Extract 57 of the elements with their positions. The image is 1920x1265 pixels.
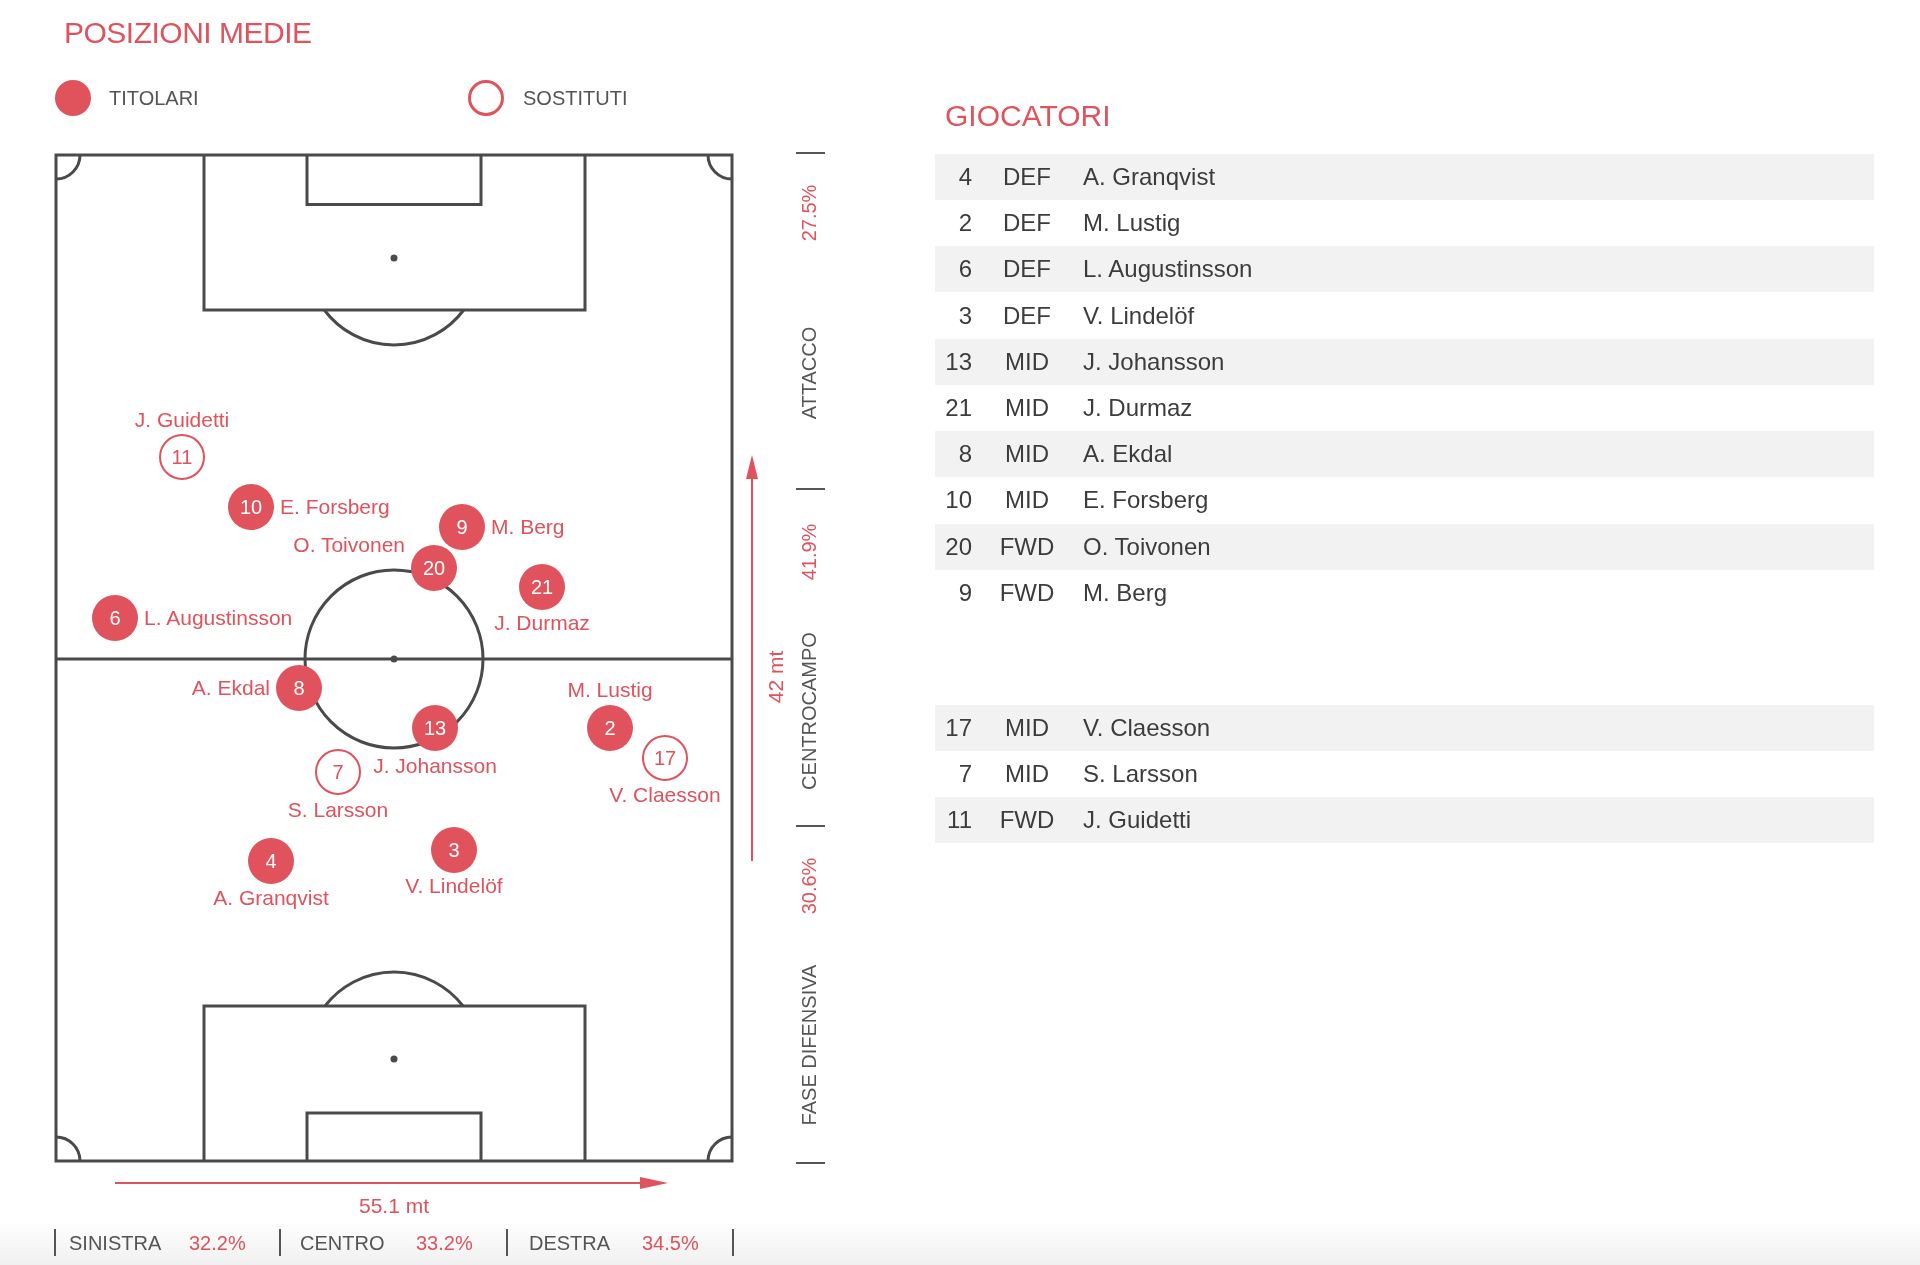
player-name: J. Guidetti xyxy=(1083,806,1192,834)
player-name: A. Ekdal xyxy=(1083,441,1173,468)
jersey-number: 6 xyxy=(958,256,972,283)
player-name: M. Lustig xyxy=(1083,210,1181,237)
jersey-number: 9 xyxy=(958,579,972,606)
position-code: DEF xyxy=(1003,163,1051,191)
player-name: V. Claesson xyxy=(1083,714,1211,742)
section-heading: GIOCATORI xyxy=(945,98,1111,132)
player-name: J. Johansson xyxy=(1083,348,1225,375)
position-code: DEF xyxy=(1003,256,1051,283)
jersey-number: 2 xyxy=(958,210,972,237)
player-name: J. Durmaz xyxy=(1083,394,1193,422)
zone-percentage: 41.9% xyxy=(798,523,820,581)
zone-label: ATTACCO xyxy=(798,326,820,420)
zone-percentage: 27.5% xyxy=(798,184,820,242)
jersey-number: 4 xyxy=(958,163,972,191)
zone-label: SINISTRA xyxy=(69,1232,162,1254)
player-name: V. Lindelöf xyxy=(1083,302,1195,329)
player-name: E. Forsberg xyxy=(1083,487,1209,514)
position-code: FWD xyxy=(999,533,1055,560)
zone-label: FASE DIFENSIVA xyxy=(798,964,820,1126)
position-code: DEF xyxy=(1003,210,1051,237)
jersey-number: 11 xyxy=(947,806,972,834)
position-code: MID xyxy=(1005,760,1049,788)
player-name: M. Berg xyxy=(1083,579,1168,606)
zone-percentage: 30.6% xyxy=(798,857,820,915)
position-code: MID xyxy=(1005,394,1049,422)
player-name: S. Larsson xyxy=(1083,760,1198,788)
jersey-number: 20 xyxy=(945,533,972,560)
zone-percentage: 34.5% xyxy=(642,1232,699,1254)
legend-label: TITOLARI xyxy=(109,87,199,109)
position-code: FWD xyxy=(999,806,1055,834)
zone-label: CENTRO xyxy=(300,1232,385,1254)
player-name: L. Augustinsson xyxy=(1083,256,1253,283)
jersey-number: 13 xyxy=(945,348,972,375)
zone-percentage: 33.2% xyxy=(416,1232,473,1254)
legend-label: SOSTITUTI xyxy=(523,87,628,109)
jersey-number: 10 xyxy=(945,487,972,514)
jersey-number: 8 xyxy=(958,441,972,468)
jersey-number: 3 xyxy=(958,302,972,329)
position-code: DEF xyxy=(1003,302,1051,329)
dimension-label: 42 mt xyxy=(764,650,788,704)
position-code: MID xyxy=(1005,714,1049,742)
jersey-number: 21 xyxy=(945,394,972,422)
position-code: MID xyxy=(1005,441,1049,468)
player-name: A. Granqvist xyxy=(1083,163,1216,191)
zone-label: CENTROCAMPO xyxy=(798,632,820,790)
dimension-label: 55.1 mt xyxy=(359,1194,429,1218)
position-code: FWD xyxy=(999,579,1055,606)
position-code: MID xyxy=(1005,487,1049,514)
jersey-number: 17 xyxy=(945,714,972,742)
page-title: POSIZIONI MEDIE xyxy=(64,15,312,49)
position-code: MID xyxy=(1005,348,1049,375)
zone-label: DESTRA xyxy=(529,1232,611,1254)
player-name: O. Toivonen xyxy=(1083,533,1211,560)
jersey-number: 7 xyxy=(958,760,972,788)
zone-percentage: 32.2% xyxy=(189,1232,246,1254)
